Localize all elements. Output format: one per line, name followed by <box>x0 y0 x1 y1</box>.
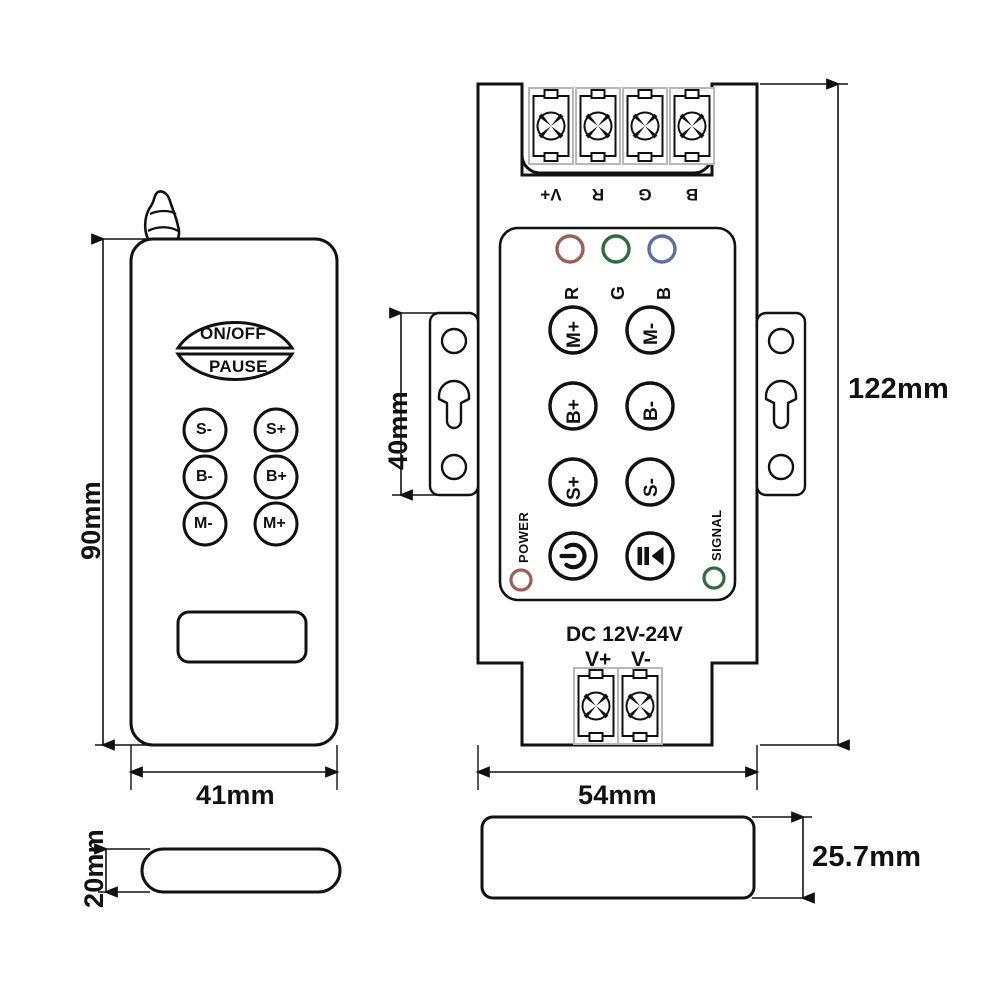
terminal-label-g: G <box>638 185 652 204</box>
dimension-label-controller-thickness: 25.7mm <box>812 841 922 873</box>
input-terminal-label-vplus: V+ <box>585 648 612 671</box>
terminal-label-r: R <box>591 185 605 204</box>
dimension-label-controller-width: 54mm <box>578 780 657 810</box>
dimension-label-controller-height: 122mm <box>848 373 949 405</box>
play-pause-icon <box>637 546 664 566</box>
remote-button-b-plus[interactable]: B+ <box>266 468 287 485</box>
on-off-button-label[interactable]: ON/OFF <box>200 324 267 343</box>
controller-button-s-minus[interactable]: S- <box>641 478 662 497</box>
terminal-label-b: B <box>685 185 699 204</box>
mounting-bracket-right <box>755 311 807 497</box>
input-terminal-label-vminus: V- <box>631 648 651 671</box>
remote-button-m-minus[interactable]: M- <box>194 515 213 532</box>
dimension-remote-width <box>128 745 340 790</box>
dimension-label-remote-height: 90mm <box>76 481 106 560</box>
dimension-controller-height <box>760 78 850 751</box>
remote-front-view <box>129 190 339 747</box>
controller-button-b-plus[interactable]: B+ <box>564 399 585 424</box>
dimension-controller-width <box>475 745 760 790</box>
dimension-label-remote-thickness: 20mm <box>79 829 109 908</box>
remote-button-s-plus[interactable]: S+ <box>266 421 287 438</box>
controller-front-view <box>476 82 759 747</box>
controller-button-s-plus[interactable]: S+ <box>564 476 585 500</box>
led-indicator-label-r: R <box>562 287 582 300</box>
dimension-label-bracket-height: 40mm <box>383 391 413 470</box>
remote-button-m-plus[interactable]: M+ <box>263 515 286 532</box>
dimension-label-remote-width: 41mm <box>196 780 275 810</box>
led-indicator-label-g: G <box>608 285 628 300</box>
dimension-bracket-height <box>389 307 440 501</box>
remote-side-view <box>140 847 342 894</box>
dimension-remote-height <box>91 233 200 751</box>
power-status-label: POWER <box>516 511 531 563</box>
pause-button-label[interactable]: PAUSE <box>209 357 268 376</box>
controller-button-b-minus[interactable]: B- <box>641 400 662 421</box>
signal-status-label: SIGNAL <box>709 509 724 561</box>
mounting-bracket-left <box>428 311 480 497</box>
terminal-label-vplus: V+ <box>540 185 562 204</box>
remote-button-s-minus[interactable]: S- <box>196 421 212 438</box>
dc-input-voltage-label: DC 12V-24V <box>566 623 683 646</box>
dimension-remote-thickness <box>94 843 150 898</box>
dimension-controller-thickness <box>752 811 815 904</box>
controller-side-view <box>480 815 756 900</box>
led-indicator-label-b: B <box>654 287 674 300</box>
remote-button-b-minus[interactable]: B- <box>196 468 213 485</box>
controller-button-m-plus[interactable]: M+ <box>564 321 585 348</box>
power-icon <box>559 542 587 570</box>
controller-button-m-minus[interactable]: M- <box>641 322 662 345</box>
